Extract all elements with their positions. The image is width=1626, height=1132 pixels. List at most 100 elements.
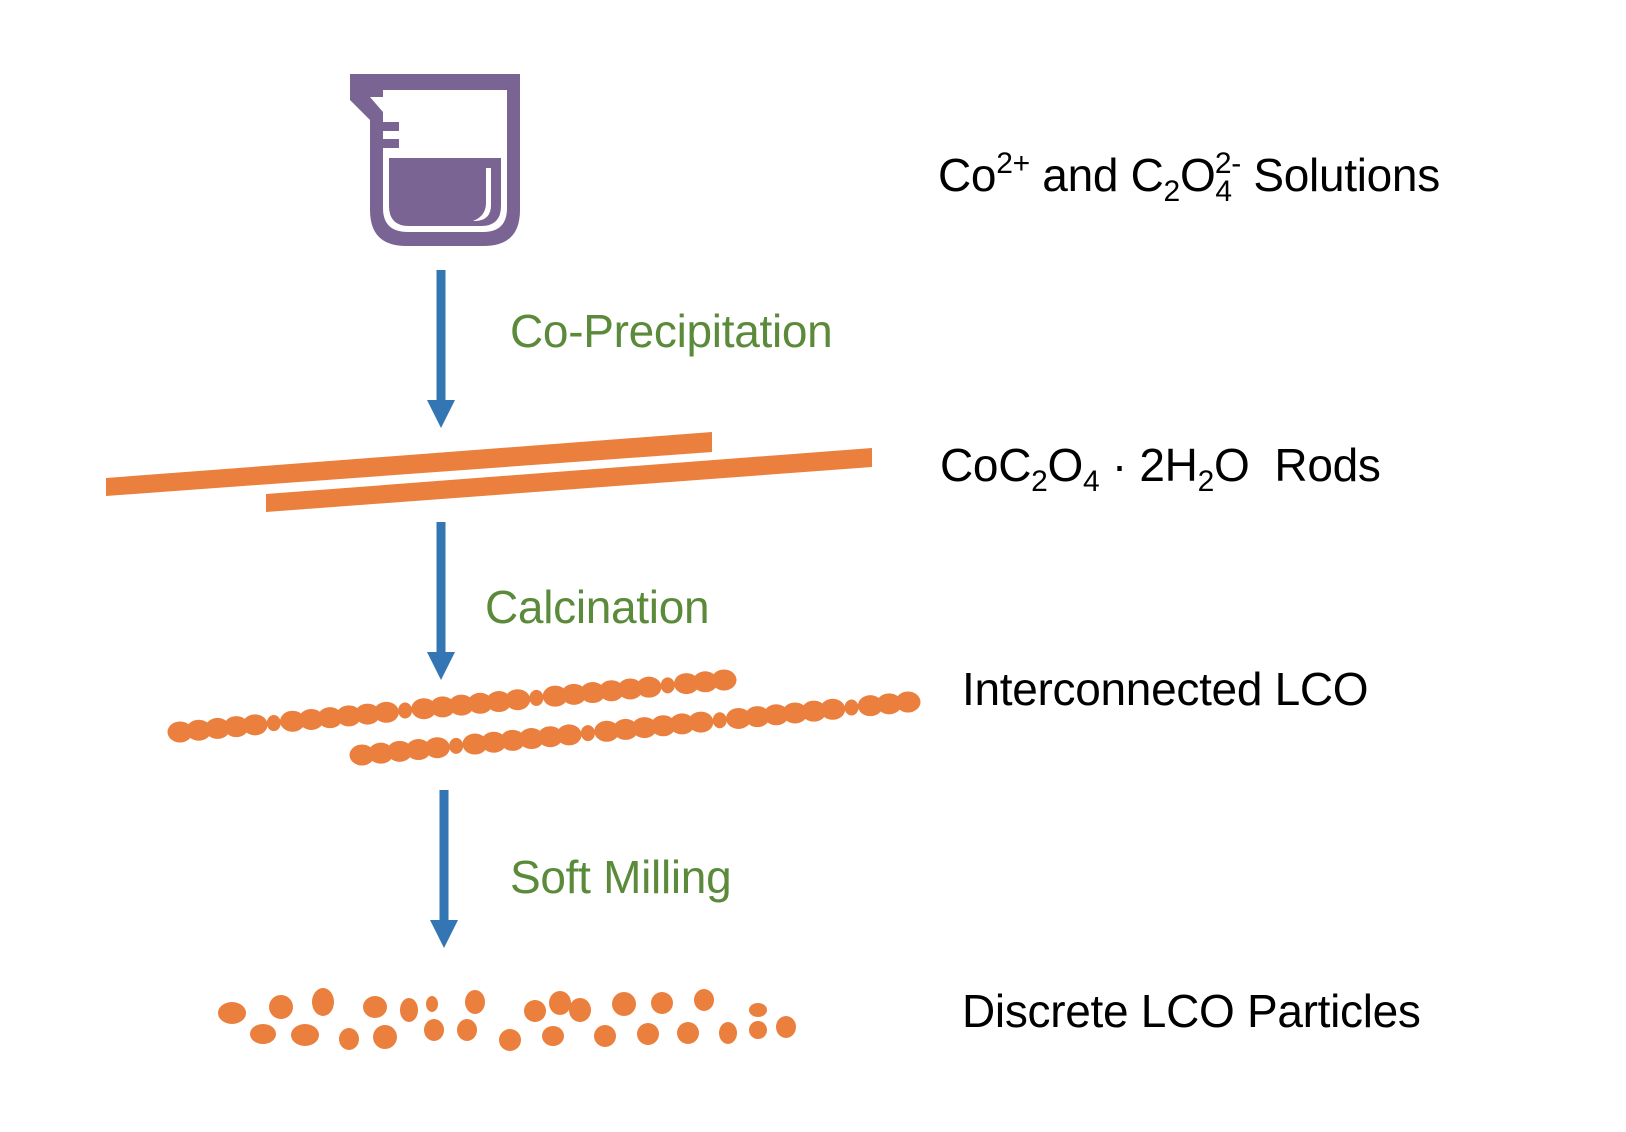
lco-particle — [250, 1024, 276, 1044]
step-label-calcination: Calcination — [485, 581, 710, 633]
rod-upper — [106, 432, 712, 496]
lco-bead — [617, 678, 643, 700]
text-part: Co — [938, 149, 997, 201]
chain-lower — [349, 691, 921, 766]
lco-bead — [631, 717, 657, 739]
superscript: 2- — [1214, 147, 1241, 180]
lco-bead — [405, 739, 431, 761]
stage-label-discrete: Discrete LCO Particles — [962, 988, 1421, 1034]
arrow-co-precipitation-icon — [427, 270, 455, 428]
stage-label-interconnected: Interconnected LCO — [962, 663, 1369, 715]
lco-bead — [556, 724, 582, 746]
chain-upper — [167, 669, 737, 743]
lco-bead — [580, 682, 606, 704]
discrete-lco-particles — [218, 988, 796, 1051]
lco-bead — [398, 702, 413, 719]
lco-particle — [569, 998, 591, 1022]
lco-particle — [373, 1025, 397, 1049]
text-part: · 2H — [1099, 439, 1198, 491]
lco-bead — [801, 700, 827, 722]
lco-particle — [719, 1022, 737, 1044]
lco-bead — [669, 713, 695, 735]
lco-bead — [355, 703, 381, 725]
subscript: 4 — [1083, 465, 1100, 498]
lco-bead — [613, 718, 639, 740]
lco-bead — [448, 694, 474, 716]
lco-bead — [411, 698, 437, 720]
lco-bead — [186, 719, 212, 741]
lco-bead — [594, 720, 620, 742]
lco-bead — [650, 715, 676, 737]
beaker-tick-1 — [383, 122, 399, 131]
lco-particle — [363, 996, 387, 1018]
lco-particle — [542, 1026, 564, 1046]
lco-bead — [430, 696, 456, 718]
lco-particle — [776, 1016, 796, 1038]
lco-bead — [449, 737, 464, 754]
lco-particle — [312, 988, 334, 1016]
lco-bead — [486, 691, 512, 713]
lco-particle — [291, 1024, 319, 1046]
beaker-shine — [473, 168, 491, 221]
step-label-co-precipitation: Co-Precipitation — [510, 305, 833, 357]
lco-bead — [373, 701, 399, 723]
arrow-calcination-icon — [427, 522, 455, 680]
text-part: and C — [1029, 149, 1164, 201]
arrow-head — [430, 920, 458, 948]
lco-bead — [223, 716, 249, 738]
stage-label-solutions: Co2+ and C2O42- Solutions — [938, 149, 1440, 207]
interconnected-lco-chains — [167, 669, 921, 766]
lco-bead — [542, 685, 568, 707]
lco-bead — [744, 706, 770, 728]
beaker-tick-2 — [383, 139, 399, 148]
lco-bead — [537, 726, 563, 748]
lco-bead — [467, 692, 493, 714]
step-label-soft-milling: Soft Milling — [510, 851, 732, 903]
lco-bead — [688, 711, 714, 733]
lco-bead — [712, 712, 727, 729]
stage-label-rods: CoC2O4 · 2H2O Rods — [940, 439, 1381, 497]
lco-bead — [317, 707, 343, 729]
lco-particle — [465, 990, 485, 1014]
lco-bead — [387, 740, 413, 762]
arrow-shaft — [436, 270, 446, 402]
lco-bead — [529, 689, 544, 706]
lco-particle — [269, 995, 293, 1019]
text-part: O Rods — [1213, 439, 1381, 491]
lco-bead — [598, 680, 624, 702]
lco-particle — [424, 1019, 444, 1041]
lco-bead — [857, 695, 883, 717]
lco-particle — [218, 1002, 246, 1024]
lco-bead — [673, 673, 699, 695]
lco-bead — [636, 676, 662, 698]
lco-bead — [844, 699, 859, 716]
text-part: Interconnected LCO — [962, 663, 1369, 715]
lco-particle — [549, 991, 571, 1015]
lco-bead — [505, 689, 531, 711]
lco-bead — [368, 742, 394, 764]
rod-lower — [266, 448, 872, 512]
lco-bead — [711, 669, 737, 691]
lco-particle — [651, 992, 673, 1014]
text-part: O — [1179, 149, 1216, 201]
lco-particle — [694, 989, 714, 1011]
arrow-head — [427, 652, 455, 680]
lco-particle — [339, 1028, 359, 1050]
lco-bead — [424, 737, 450, 759]
lco-bead — [580, 725, 595, 742]
lco-particle — [637, 1023, 659, 1045]
arrow-soft-milling-icon — [430, 790, 458, 948]
lco-particle — [749, 1003, 767, 1017]
lco-bead — [782, 702, 808, 724]
lco-particle — [612, 992, 636, 1016]
oxalate-rods — [106, 432, 872, 512]
beaker-liquid — [389, 158, 501, 226]
lco-bead — [660, 677, 675, 694]
lco-bead — [349, 744, 375, 766]
lco-particle — [426, 996, 438, 1012]
lco-bead — [726, 707, 752, 729]
lco-bead — [763, 704, 789, 726]
lco-bead — [266, 715, 281, 732]
lco-bead — [242, 714, 268, 736]
